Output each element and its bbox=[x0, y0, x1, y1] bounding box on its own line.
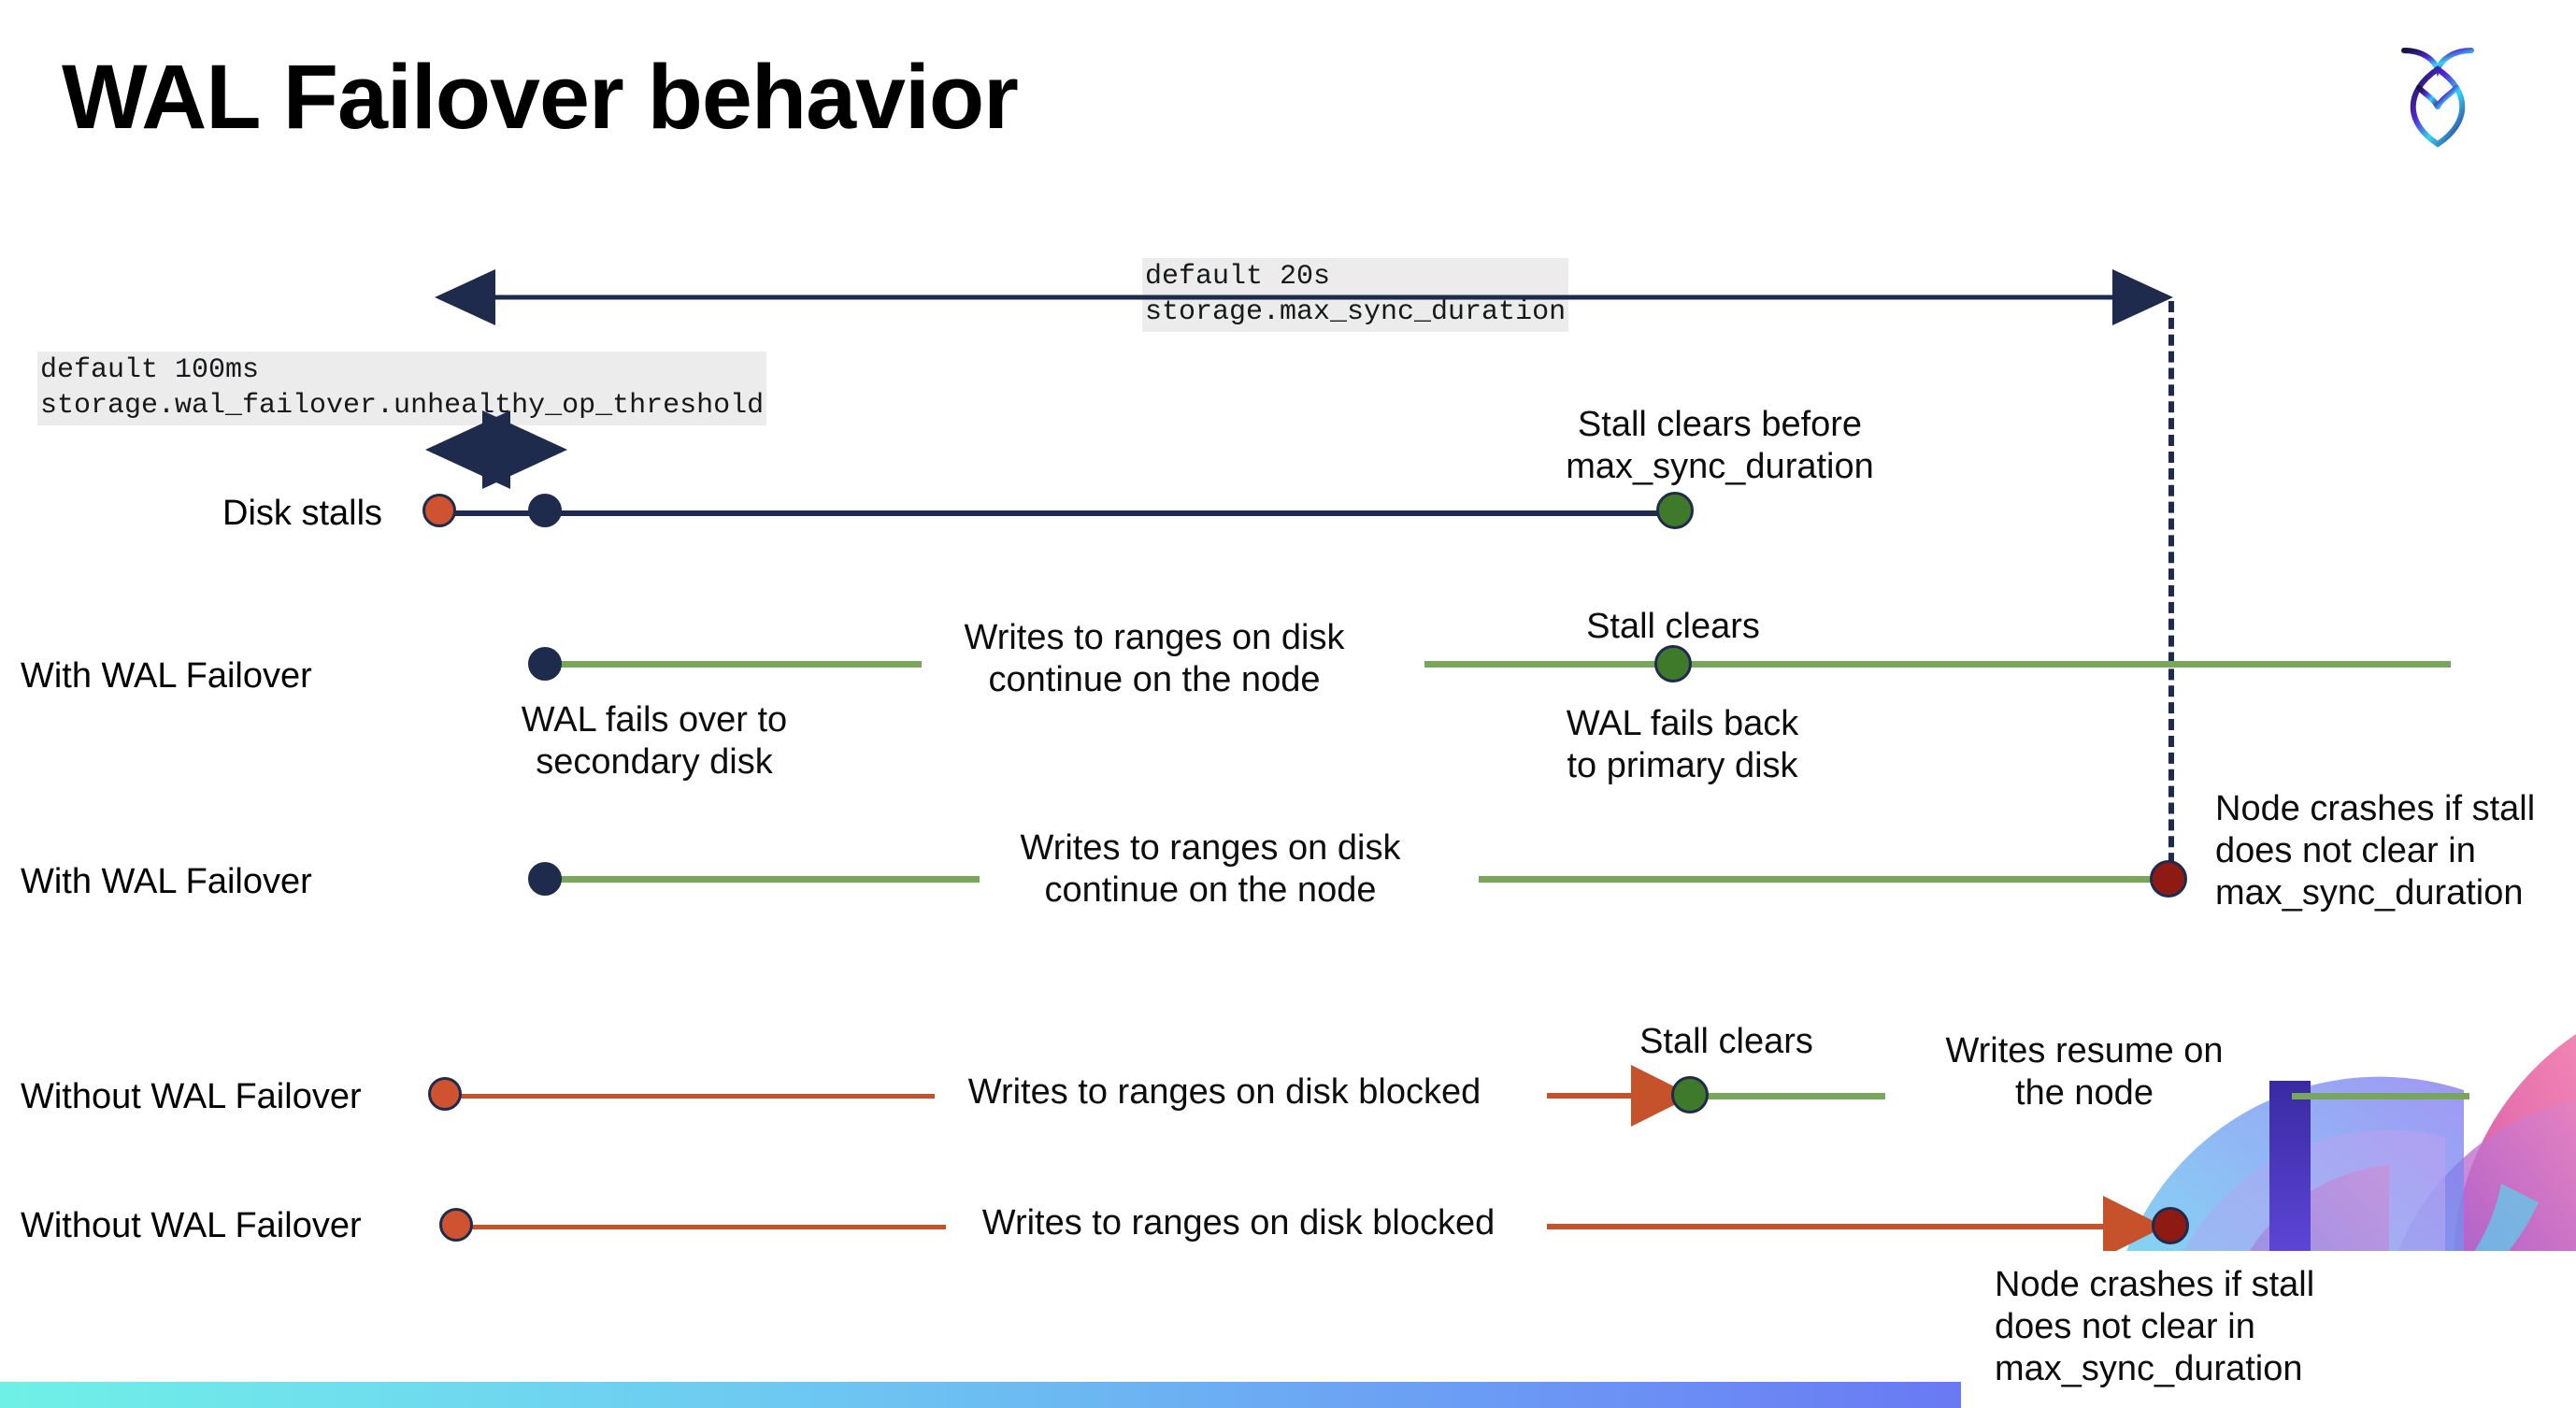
row2-note-fails-over: WAL fails over to secondary disk bbox=[521, 700, 788, 782]
row3-node-crash-dot bbox=[2150, 860, 2187, 898]
row2-note-stall-clears: Stall clears bbox=[1586, 607, 1760, 646]
row5-note-writes-blocked: Writes to ranges on disk blocked bbox=[981, 1203, 1496, 1243]
row3-note-writes-continue: Writes to ranges on disk continue on the… bbox=[1020, 828, 1401, 910]
row2-note-writes-continue: Writes to ranges on disk continue on the… bbox=[964, 618, 1345, 699]
row3-timeline-green-right bbox=[1479, 876, 2170, 883]
row-label-disk-stalls: Disk stalls bbox=[222, 494, 383, 533]
row2-timeline-green-left bbox=[548, 661, 922, 668]
row-label-without-wal-failover-2: Without WAL Failover bbox=[21, 1206, 362, 1245]
row2-failover-dot bbox=[528, 647, 562, 681]
row2-note-fails-back: WAL fails back to primary disk bbox=[1566, 704, 1799, 785]
unhealthy-op-setting-label: storage.wal_failover.unhealthy_op_thresh… bbox=[40, 390, 765, 423]
row5-stall-start-dot bbox=[439, 1208, 473, 1242]
row5-note-node-crash: Node crashes if stall does not clear in … bbox=[1995, 1265, 2315, 1388]
row3-timeline-green-left bbox=[548, 876, 980, 883]
row5-timeline-red bbox=[460, 1225, 946, 1229]
cockroach-labs-logo-icon bbox=[2385, 30, 2490, 150]
row4-timeline-green bbox=[1694, 1093, 1885, 1099]
row5-node-crash-dot bbox=[2152, 1207, 2189, 1244]
max-sync-default-label: default 20s bbox=[1145, 261, 1331, 293]
unhealthy-op-default-label: default 100ms bbox=[40, 354, 260, 386]
row3-note-node-crash: Node crashes if stall does not clear in … bbox=[2215, 789, 2536, 912]
row4-note-stall-clears: Stall clears bbox=[1639, 1022, 1813, 1061]
row5-node-crash-callout: Node crashes if stall does not clear in … bbox=[1961, 1251, 2576, 1408]
row1-threshold-dot bbox=[528, 494, 562, 527]
row-label-with-wal-failover-1: With WAL Failover bbox=[21, 656, 312, 696]
row4-stall-clears-dot bbox=[1671, 1076, 1709, 1113]
row4-stall-start-dot bbox=[428, 1077, 462, 1111]
row4-timeline-green-far bbox=[2292, 1093, 2469, 1099]
row2-timeline-green-right bbox=[1424, 661, 2451, 668]
row4-note-writes-blocked: Writes to ranges on disk blocked bbox=[967, 1072, 1481, 1112]
row4-note-writes-resume: Writes resume on the node bbox=[1945, 1031, 2224, 1113]
row1-stall-clears-dot bbox=[1656, 492, 1694, 529]
max-sync-duration-dashed-guide bbox=[2168, 301, 2174, 881]
row1-timeline-navy bbox=[439, 510, 1682, 516]
row1-note-stall-clears: Stall clears before max_sync_duration bbox=[1566, 405, 1874, 486]
row2-stall-clears-dot bbox=[1654, 645, 1692, 682]
row1-stall-start-dot bbox=[422, 494, 456, 527]
row4-timeline-red bbox=[449, 1094, 935, 1099]
max-sync-setting-label: storage.max_sync_duration bbox=[1145, 296, 1567, 329]
row-label-with-wal-failover-2: With WAL Failover bbox=[21, 862, 312, 901]
row-label-without-wal-failover-1: Without WAL Failover bbox=[21, 1077, 362, 1116]
unhealthy-op-threshold-annotation: default 100ms storage.wal_failover.unhea… bbox=[37, 352, 767, 425]
page-title: WAL Failover behavior bbox=[62, 46, 1019, 148]
row3-failover-dot bbox=[528, 862, 562, 896]
max-sync-duration-annotation: default 20s storage.max_sync_duration bbox=[1142, 258, 1569, 332]
